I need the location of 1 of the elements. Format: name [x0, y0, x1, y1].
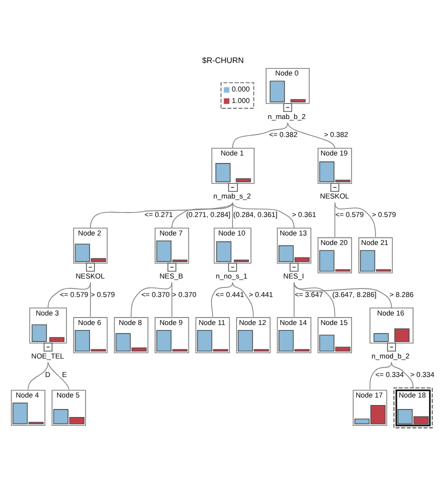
diagram-title: $R-CHURN	[202, 55, 244, 64]
